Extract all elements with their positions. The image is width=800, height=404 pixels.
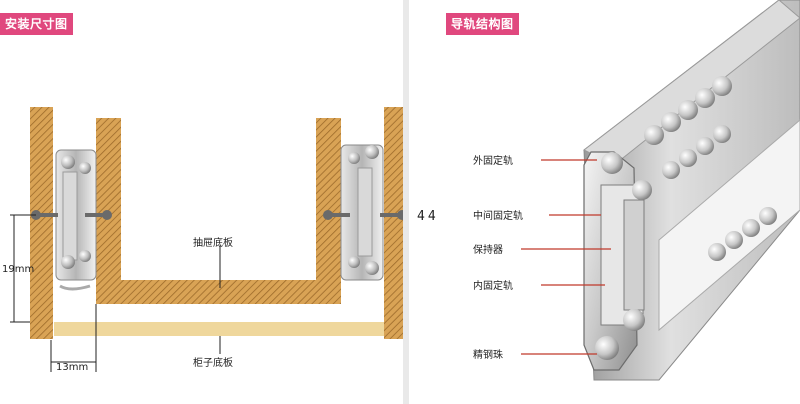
mounting-screws bbox=[31, 210, 403, 220]
part-leader-lines bbox=[521, 159, 611, 355]
cabinet-right-wall bbox=[384, 107, 403, 339]
gap-dimension-label: 13mm bbox=[56, 362, 88, 373]
installation-dimension-panel: 安装尺寸图 bbox=[0, 13, 403, 373]
height-dimension-label: 19mm bbox=[2, 264, 34, 275]
steel-ball-rows bbox=[595, 76, 777, 360]
left-slide-rail bbox=[55, 149, 97, 291]
cabinet-bottom-board bbox=[54, 322, 384, 336]
part-label-outer-rail: 外固定轨 bbox=[473, 154, 513, 167]
panel-divider bbox=[403, 0, 409, 404]
cabinet-left-wall bbox=[30, 107, 53, 339]
rail-structure-diagram: 外固定轨 中间固定轨 保持器 内固定轨 精钢珠 bbox=[473, 0, 800, 381]
cabinet-bottom-label: 柜子底板 bbox=[193, 356, 233, 369]
structure-title-tag: 导轨结构图 bbox=[446, 13, 519, 35]
part-label-steel-ball: 精钢珠 bbox=[473, 348, 503, 361]
drawer-body bbox=[96, 118, 341, 304]
part-label-retainer: 保持器 bbox=[473, 243, 503, 256]
installation-diagram: 抽屉底板 柜子底板 19mm 13mm bbox=[2, 107, 403, 373]
rail-structure-panel: 导轨结构图 bbox=[409, 0, 800, 404]
part-label-inner-rail: 内固定轨 bbox=[473, 279, 513, 292]
right-slide-rail bbox=[340, 144, 384, 281]
part-label-middle-rail: 中间固定轨 bbox=[473, 209, 523, 222]
drawer-bottom-label: 抽屉底板 bbox=[193, 236, 233, 249]
installation-title-tag: 安装尺寸图 bbox=[0, 13, 73, 35]
